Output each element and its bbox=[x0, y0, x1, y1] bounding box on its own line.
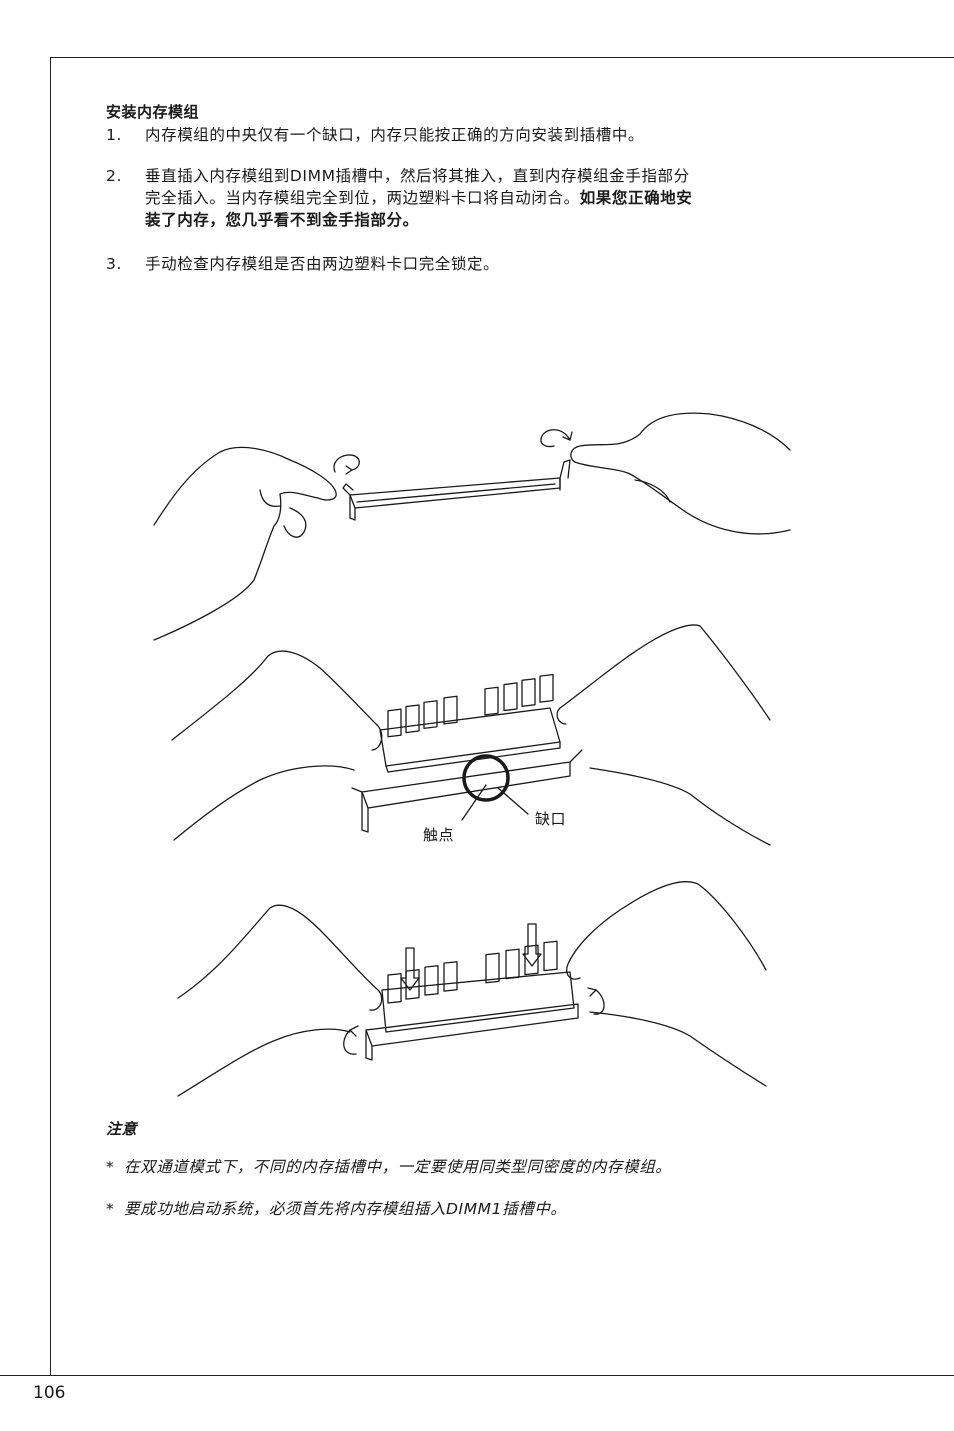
figure-insert-module bbox=[177, 881, 767, 1097]
section-title: 安装内存模组 bbox=[106, 103, 200, 121]
note-bullet: * bbox=[106, 1200, 115, 1218]
note-text: 在双通道模式下，不同的内存插槽中，一定要使用同类型同密度的内存模组。 bbox=[124, 1158, 672, 1176]
frame-left-rule bbox=[50, 57, 51, 1375]
step-2: 2. 垂直插入内存模组到DIMM插槽中，然后将其推入，直到内存模组金手指部分 完… bbox=[106, 165, 845, 231]
note-bullet: * bbox=[106, 1158, 115, 1176]
label-contact: 触点 bbox=[423, 826, 455, 844]
step-emphasis: 如果您正确地安 bbox=[579, 189, 693, 207]
note-title: 注意 bbox=[106, 1120, 138, 1138]
figure-open-clips bbox=[153, 412, 791, 641]
step-emphasis: 装了内存，您几乎看不到金手指部分。 bbox=[145, 211, 419, 229]
memory-install-illustrations: 触点 缺口 bbox=[150, 390, 800, 1110]
step-number: 2. bbox=[106, 167, 122, 185]
frame-top-rule bbox=[50, 57, 954, 58]
note-text: 要成功地启动系统，必须首先将内存模组插入DIMM1插槽中。 bbox=[124, 1200, 567, 1218]
step-1: 1. 内存模组的中央仅有一个缺口，内存只能按正确的方向安装到插槽中。 bbox=[106, 124, 845, 146]
step-3: 3. 手动检查内存模组是否由两边塑料卡口完全锁定。 bbox=[106, 253, 845, 275]
step-text-line: 完全插入。当内存模组完全到位，两边塑料卡口将自动闭合。 bbox=[145, 189, 580, 207]
step-text: 内存模组的中央仅有一个缺口，内存只能按正确的方向安装到插槽中。 bbox=[145, 126, 645, 144]
note-item: * 在双通道模式下，不同的内存插槽中，一定要使用同类型同密度的内存模组。 bbox=[106, 1155, 671, 1177]
step-text: 手动检查内存模组是否由两边塑料卡口完全锁定。 bbox=[145, 255, 500, 273]
step-number: 3. bbox=[106, 255, 122, 273]
figure-align-notch bbox=[171, 624, 771, 846]
note-item: * 要成功地启动系统，必须首先将内存模组插入DIMM1插槽中。 bbox=[106, 1197, 567, 1219]
page-number: 106 bbox=[33, 1383, 66, 1403]
frame-bottom-rule bbox=[0, 1375, 954, 1376]
step-text-line: 垂直插入内存模组到DIMM插槽中，然后将其推入，直到内存模组金手指部分 bbox=[145, 167, 690, 185]
step-number: 1. bbox=[106, 126, 122, 144]
label-notch: 缺口 bbox=[535, 810, 567, 828]
